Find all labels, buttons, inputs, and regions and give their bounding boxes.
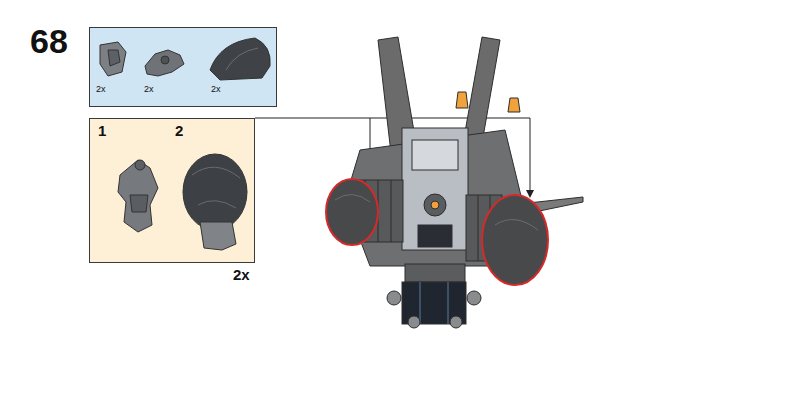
parts-panel-fill: [89, 27, 277, 107]
subassembly-panel-fill: [89, 118, 255, 263]
substep-number: 2: [175, 123, 183, 138]
step-number: 68: [30, 24, 68, 58]
quantity-label: 2x: [96, 85, 106, 94]
subassembly-box: 122x: [89, 118, 255, 263]
multiplier-label: 2x: [233, 267, 250, 282]
model-illustration: [326, 37, 583, 328]
quantity-label: 2x: [211, 85, 221, 94]
parts-list-box: 2x 2x 2x: [89, 27, 277, 107]
substep-number: 1: [98, 123, 106, 138]
quantity-label: 2x: [144, 85, 154, 94]
part-icons: [100, 38, 270, 80]
subassembly-art: [118, 154, 247, 250]
